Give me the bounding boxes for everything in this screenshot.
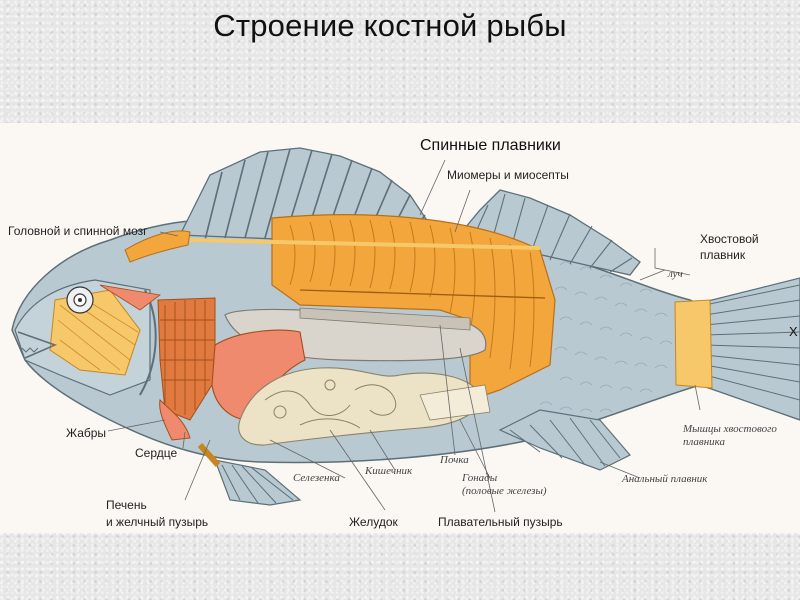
leader-lines	[107, 159, 701, 513]
label-edge-letter: Х	[789, 324, 798, 339]
label-brain: Головной и спинной мозг	[8, 224, 148, 238]
label-gonads-2: (половые железы)	[462, 485, 547, 497]
brain-and-spinal-cord	[124, 230, 541, 263]
gills	[99, 284, 216, 421]
tail-muscles	[674, 299, 713, 389]
label-tail-muscles-2: плавника	[683, 436, 726, 448]
label-dorsal-fins: Спинные плавники	[420, 137, 561, 154]
label-swim-bladder: Плавательный пузырь	[438, 515, 563, 529]
anal-fin	[498, 409, 631, 471]
label-heart: Сердце	[135, 446, 178, 460]
page-title: Строение костной рыбы	[213, 8, 567, 43]
myomere-muscles	[271, 214, 556, 401]
label-myomeres: Миомеры и миосепты	[447, 168, 569, 182]
label-spleen: Селезенка	[293, 472, 340, 484]
label-stomach: Желудок	[349, 515, 398, 529]
label-gills: Жабры	[66, 426, 107, 440]
mouth	[17, 331, 58, 359]
label-kidney: Почка	[440, 454, 469, 466]
scale-texture	[539, 261, 673, 413]
label-intestine: Кишечник	[365, 465, 413, 477]
second-dorsal-fin	[453, 189, 641, 276]
gonads	[419, 384, 491, 421]
label-anal-fin: Анальный плавник	[622, 473, 708, 485]
head	[14, 279, 157, 396]
heart	[159, 398, 191, 441]
tail-fin	[674, 277, 800, 421]
label-ray: луч	[668, 268, 683, 280]
kidney	[299, 307, 471, 331]
label-liver-1: Печень	[106, 498, 147, 512]
label-tail-fin-2: плавник	[700, 248, 746, 262]
label-liver-2: и желчный пузырь	[106, 515, 209, 529]
label-tail-muscles-1: Мышцы хвостового	[683, 423, 777, 435]
digestive-tract	[238, 367, 491, 446]
label-gonads-1: Гонады	[462, 472, 498, 484]
label-tail-fin-1: Хвостовой	[700, 232, 759, 246]
pelvic-fin	[197, 442, 302, 506]
